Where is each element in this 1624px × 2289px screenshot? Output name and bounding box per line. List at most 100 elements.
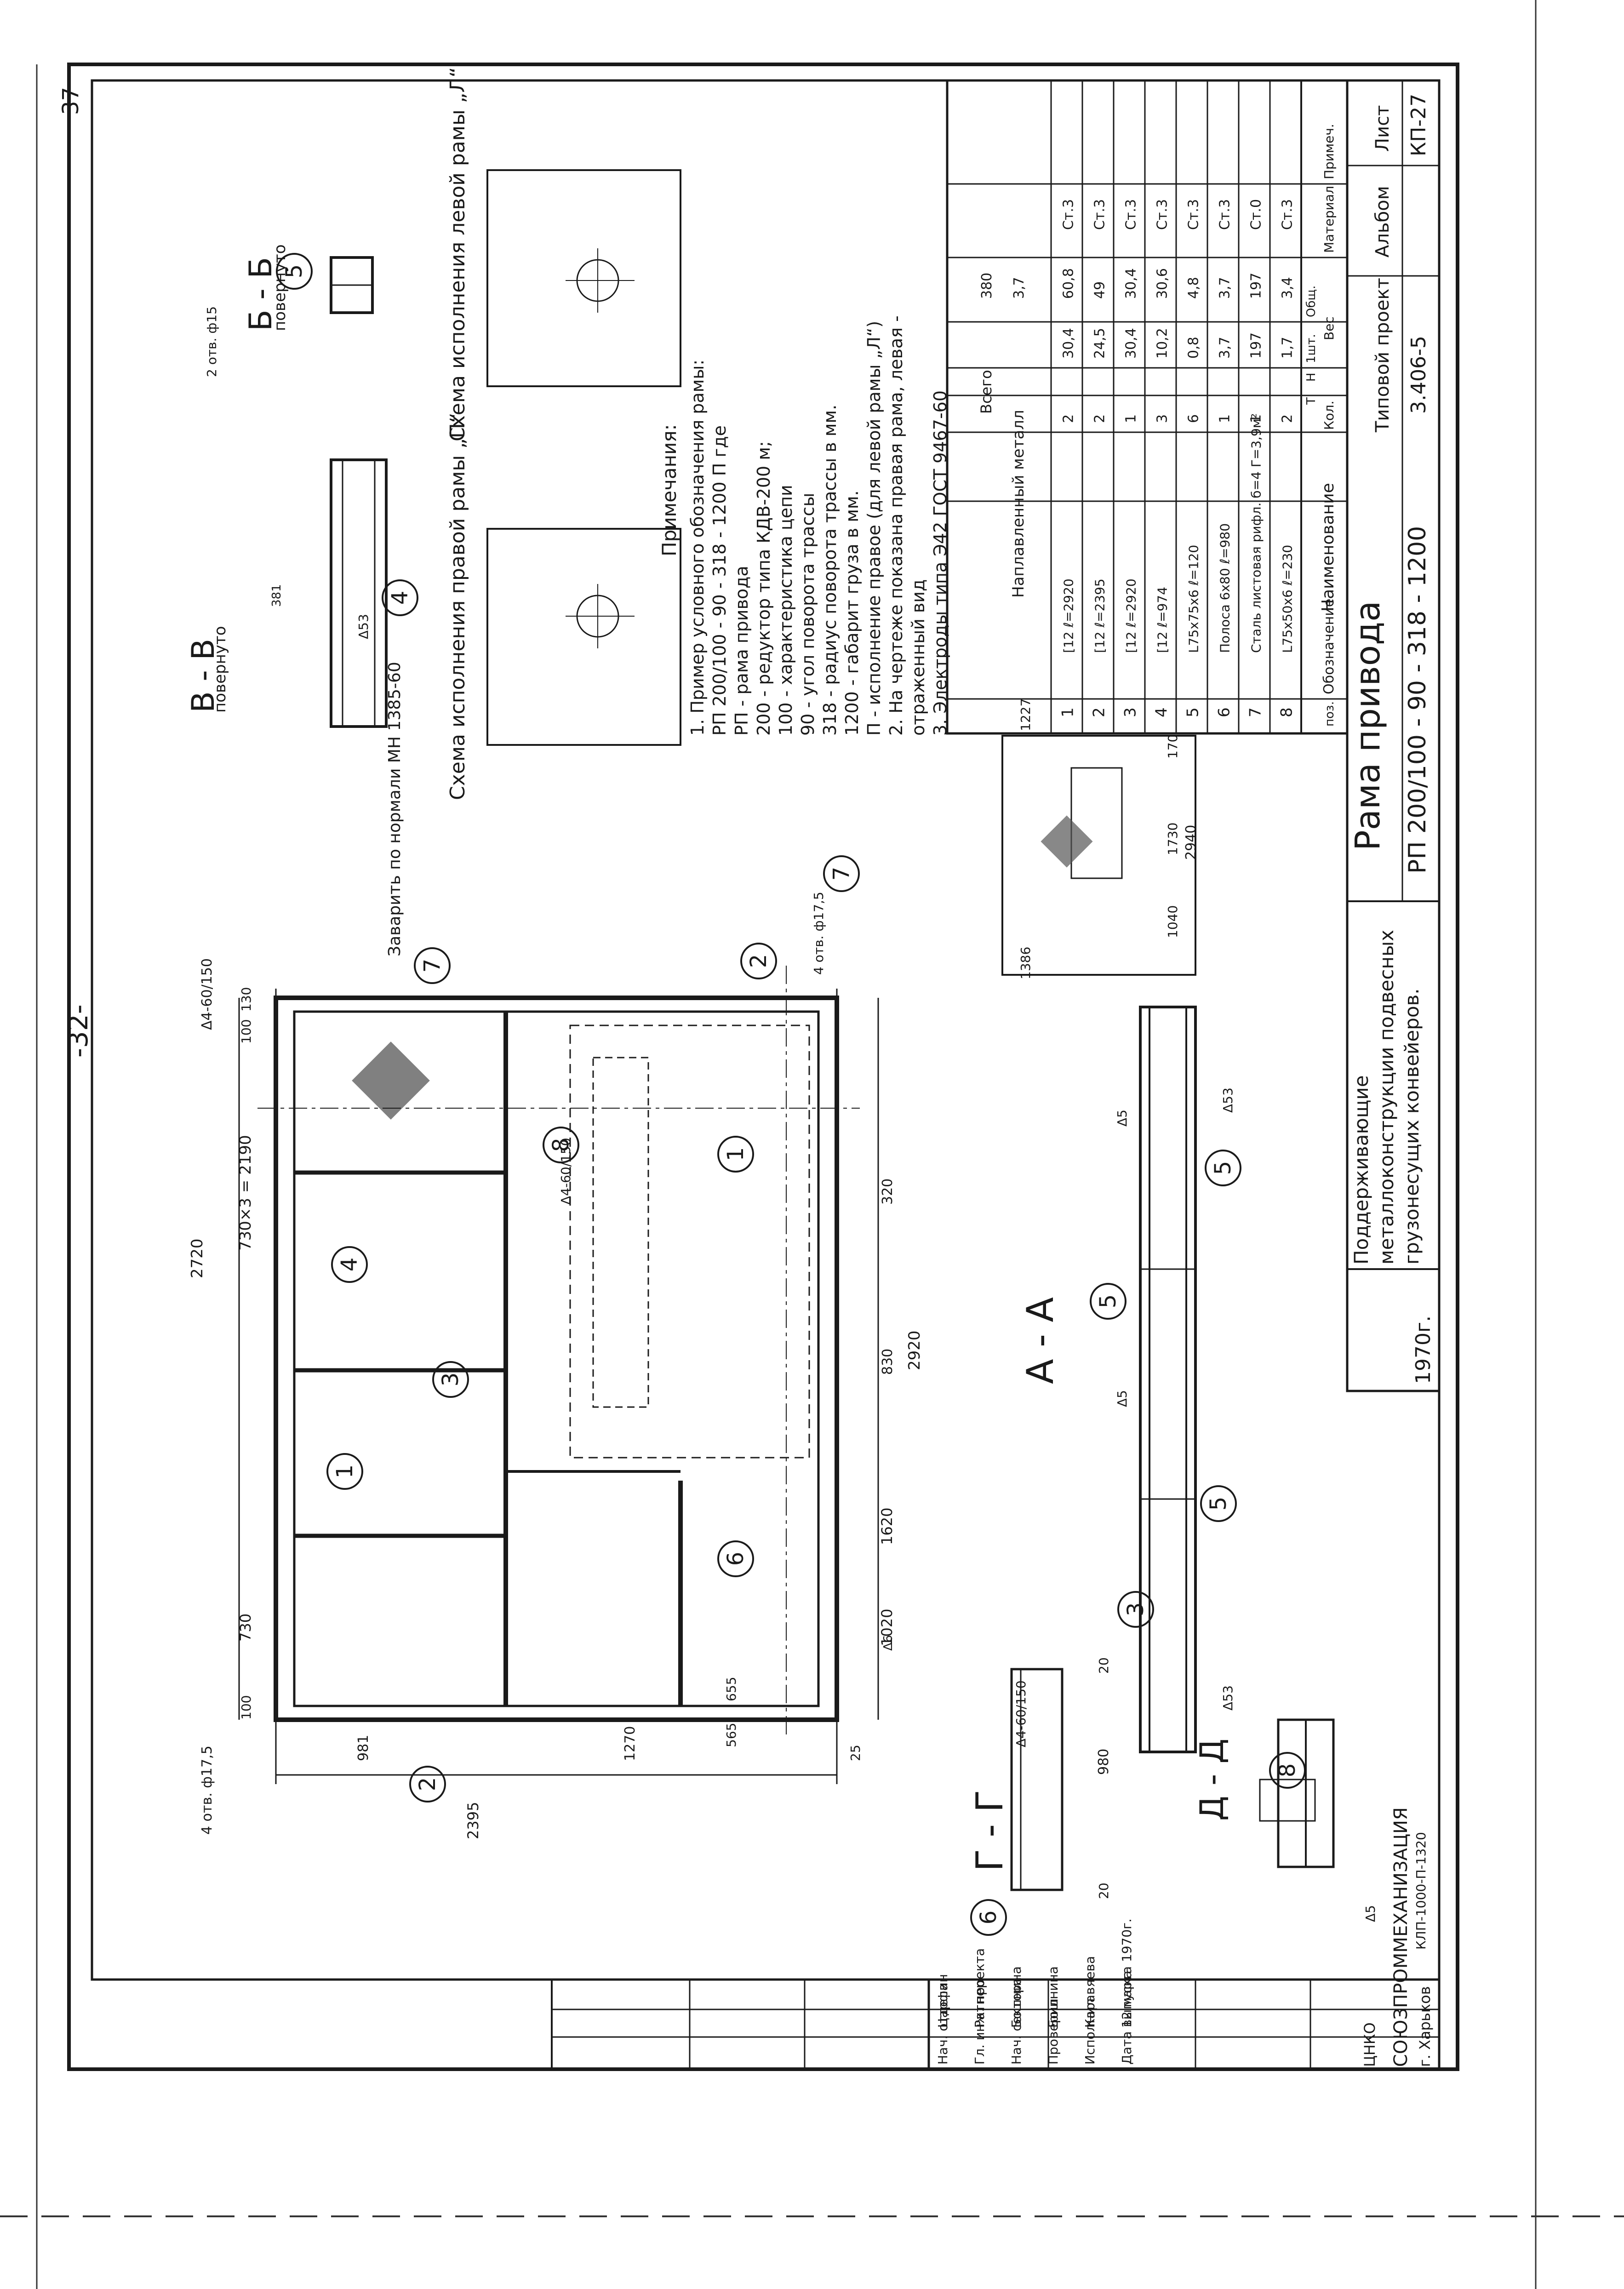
svg-text:5: 5 xyxy=(1210,1161,1236,1175)
title-subject-2: металлоконструкции подвесных xyxy=(1375,930,1398,1265)
sheet-label: Лист xyxy=(1372,105,1393,152)
plan-view xyxy=(257,966,860,1738)
table-mat: Ст.3 xyxy=(1186,199,1202,230)
stamp-block xyxy=(551,1978,1441,2071)
scheme-left xyxy=(486,169,681,387)
dim-holes-2: 2 отв. ф15 xyxy=(204,306,219,377)
table-header-total: Общ. xyxy=(1304,286,1318,317)
dim-w5c: Δ5 xyxy=(1363,1905,1378,1922)
dim-1020: 1020 xyxy=(878,1609,896,1646)
table-qty: 2 xyxy=(1280,414,1296,423)
part-callout-6: 6 xyxy=(970,1899,1007,1936)
dim-holes-1: 4 отв. ф17,5 xyxy=(199,1745,215,1835)
drawing-code: РП 200/100 - 90 - 318 - 1200 xyxy=(1404,526,1431,874)
scheme-right-label: Схема исполнения правой рамы „П“ xyxy=(446,412,469,800)
notes-lines: 1. Пример условного обозначения рамы:РП … xyxy=(687,315,950,736)
table-total: 30,6 xyxy=(1155,268,1171,299)
title-subject-3: грузонесущих конвейеров. xyxy=(1401,988,1423,1265)
stamp-dept: ЦНКО xyxy=(1361,2022,1378,2067)
title-section-dd: Д - Д xyxy=(1193,1739,1231,1821)
dim-170: 170 xyxy=(1165,734,1180,759)
part-callout-1: 1 xyxy=(326,1453,363,1490)
part-callout-2: 2 xyxy=(409,1766,446,1803)
table-mat: Ст.3 xyxy=(1280,199,1296,230)
dim-381: 381 xyxy=(270,584,284,607)
table-one: 30,4 xyxy=(1061,328,1077,359)
title-section-aa: А - А xyxy=(1019,1297,1062,1384)
table-header-pos: поз. xyxy=(1323,701,1337,727)
plan-outer-channel xyxy=(274,996,839,1722)
title-block-frame xyxy=(1346,79,1441,1392)
part-callout-8: 8 xyxy=(543,1127,579,1163)
text-layer: А - А Б - Б повернуто В - В повернуто Г … xyxy=(58,67,1435,2067)
section-aa-beam xyxy=(1139,1006,1197,1753)
reducer-outline xyxy=(569,1024,810,1459)
table-qty: 2 xyxy=(1061,414,1077,423)
svg-text:2: 2 xyxy=(746,954,772,968)
table-total: 3,7 xyxy=(1217,277,1233,299)
table-mat: Ст.3 xyxy=(1123,199,1139,230)
svg-text:1: 1 xyxy=(723,1147,749,1162)
stamp-role: Проверил xyxy=(1046,1998,1061,2065)
table-header-material: Материал xyxy=(1321,186,1337,253)
dim-mark: КЛП-1000-П-1320 xyxy=(1413,1832,1429,1950)
table-one: 24,5 xyxy=(1092,328,1108,359)
parts-table-frame xyxy=(946,79,1349,735)
scheme-right xyxy=(486,528,681,746)
svg-text:3: 3 xyxy=(1123,1602,1149,1617)
note-line: П - исполнение правое (для левой рамы „Л… xyxy=(864,321,884,736)
stamp-name: Бошнина xyxy=(1046,1966,1061,2028)
dim-w53b: Δ53 xyxy=(1220,1685,1235,1711)
svg-text:8: 8 xyxy=(548,1138,574,1152)
part-callout-4: 4 xyxy=(331,1246,368,1283)
plan-dimensions xyxy=(238,989,879,1784)
dim-w5b: Δ5 xyxy=(1115,1390,1130,1407)
dim-1730: 1730 xyxy=(1165,823,1180,855)
project-label: Типовой проект xyxy=(1372,278,1393,433)
svg-text:5: 5 xyxy=(1095,1294,1121,1309)
dim-2940: 2940 xyxy=(1183,825,1199,860)
table-header-note: Примеч. xyxy=(1321,124,1337,179)
table-header-name: Наименование xyxy=(1319,483,1338,612)
table-qty: 2 xyxy=(1092,414,1108,423)
weld-note: Заварить по нормали МН 1385-60 xyxy=(385,662,404,956)
table-total-label: Всего xyxy=(978,370,995,414)
dim-1040: 1040 xyxy=(1165,905,1180,938)
title-block xyxy=(1346,79,1441,1392)
stamp-city: г. Харьков xyxy=(1416,1986,1434,2067)
dim-2720: 2720 xyxy=(188,1238,206,1278)
table-name: [12 ℓ=2395 xyxy=(1092,578,1108,653)
svg-text:5: 5 xyxy=(281,264,307,279)
table-header-qty: Кол. xyxy=(1321,401,1337,430)
table-deposited-label: Наплавленный металл xyxy=(1009,410,1028,598)
note-line: отраженный вид xyxy=(908,579,928,736)
reducer-motor xyxy=(592,1057,649,1408)
title-year: 1970г. xyxy=(1412,1316,1435,1384)
stamp-role: Исполнил xyxy=(1082,1998,1098,2065)
sheet-corner-number: 37 xyxy=(58,87,84,115)
table-qty: 6 xyxy=(1186,414,1202,423)
title-section-bb-note: повернуто xyxy=(271,244,289,331)
table-mat: Ст.3 xyxy=(1155,199,1171,230)
dim-1620: 1620 xyxy=(878,1508,896,1545)
note-line: РП - рама привода xyxy=(732,566,752,736)
scheme-left-label: Схема исполнения левой рамы „Л“ xyxy=(446,67,469,441)
table-one: 10,2 xyxy=(1155,328,1171,359)
table-pos: 3 xyxy=(1121,707,1140,717)
table-name: Полоса 6х80 ℓ=980 xyxy=(1218,523,1233,653)
table-pos: 4 xyxy=(1153,707,1171,717)
dim-830: 830 xyxy=(880,1349,896,1375)
title-section-vv-note: повернуто xyxy=(211,626,229,713)
dim-holes-3: 4 отв. ф17,5 xyxy=(811,892,826,975)
stamp-role: Нач. отдела xyxy=(935,1983,950,2065)
table-name: Сталь листовая рифл. б=4 Г=3,9м² xyxy=(1249,413,1264,653)
table-name: [12 ℓ=974 xyxy=(1155,587,1170,653)
dim-w53c: Δ53 xyxy=(356,614,371,639)
part-callout-4: 4 xyxy=(382,579,418,616)
section-dd xyxy=(1259,1718,1335,1868)
table-total: 60,8 xyxy=(1061,268,1077,299)
table-header-designation: Обозначение xyxy=(1321,599,1337,694)
notes-title: Примечания: xyxy=(658,424,680,556)
